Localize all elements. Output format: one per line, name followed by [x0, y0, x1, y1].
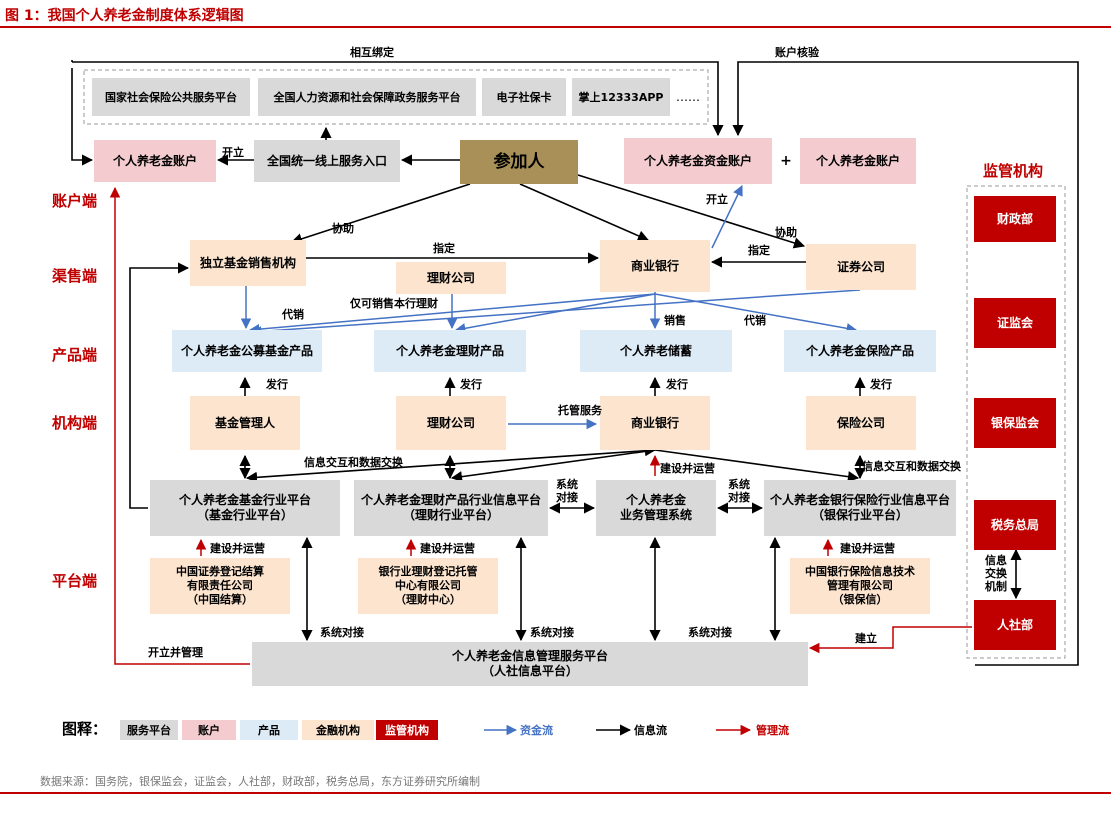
- legend-mgmt-flow: 管理流: [756, 724, 789, 737]
- service-platform-social-insurance: 国家社会保险公共服务平台: [92, 78, 250, 116]
- label-designate-left: 指定: [433, 242, 455, 255]
- label-assist-left: 协助: [332, 222, 354, 235]
- node-product-fund: 个人养老金公募基金产品: [172, 330, 322, 372]
- node-commercial-bank-sales: 商业银行: [600, 240, 710, 292]
- label-issue-2: 发行: [460, 378, 482, 391]
- legend-service-platform: 服务平台: [120, 720, 178, 740]
- node-fund-manager: 基金管理人: [190, 396, 300, 450]
- service-platform-12333-app: 掌上12333APP: [572, 78, 670, 116]
- node-insurance-company: 保险公司: [806, 396, 916, 450]
- label-establish: 建立: [855, 632, 877, 645]
- legend-key-label: 图释：: [62, 720, 108, 738]
- label-mutual-bind: 相互绑定: [350, 46, 394, 59]
- regulator-cbirc: 银保监会: [974, 398, 1056, 448]
- service-platform-hrss-gov: 全国人力资源和社会保障政务服务平台: [258, 78, 476, 116]
- label-designate-right: 指定: [748, 244, 770, 257]
- label-open-2: 开立: [706, 193, 728, 206]
- label-build-operate-2: 建设并运营: [420, 542, 475, 555]
- regulator-csrc: 证监会: [974, 298, 1056, 348]
- label-open-manage: 开立并管理: [148, 646, 203, 659]
- node-product-wealth: 个人养老金理财产品: [374, 330, 526, 372]
- node-product-savings: 个人养老储蓄: [580, 330, 732, 372]
- node-pension-account-left: 个人养老金账户: [94, 140, 216, 182]
- legend-info-flow: 信息流: [634, 724, 667, 737]
- service-platform-e-card: 电子社保卡: [482, 78, 566, 116]
- figure-title: 图 1：我国个人养老金制度体系逻辑图: [5, 8, 244, 24]
- label-issue-4: 发行: [870, 378, 892, 391]
- legend-fund-flow: 资金流: [520, 724, 553, 737]
- node-platform-business-system: 个人养老金 业务管理系统: [596, 480, 716, 536]
- side-label-channel: 渠售端: [52, 267, 98, 285]
- node-pension-account-right: 个人养老金账户: [800, 138, 916, 184]
- label-build-operate-center: 建设并运营: [660, 462, 715, 475]
- source-note: 数据来源：国务院，银保监会，证监会，人社部，财政部，税务总局，东方证券研究所编制: [40, 775, 480, 788]
- title-rule: [0, 26, 1111, 28]
- label-info-exchange-right: 信息交互和数据交换: [862, 460, 961, 473]
- node-operator-csdc: 中国证券登记结算 有限责任公司 （中国结算）: [150, 558, 290, 614]
- node-operator-cbit: 中国银行保险信息技术 管理有限公司 （银保信）: [790, 558, 930, 614]
- side-label-institution: 机构端: [52, 414, 98, 432]
- label-build-operate-1: 建设并运营: [210, 542, 265, 555]
- label-system-dock-left: 系统 对接: [556, 478, 578, 504]
- side-label-account: 账户端: [52, 192, 98, 210]
- regulators-heading: 监管机构: [983, 162, 1044, 180]
- side-label-platform: 平台端: [52, 572, 98, 590]
- node-platform-wealth: 个人养老金理财产品行业信息平台 （理财行业平台）: [354, 480, 548, 536]
- node-commercial-bank: 商业银行: [600, 396, 710, 450]
- label-only-sell-own-wealth: 仅可销售本行理财: [350, 297, 438, 310]
- legend-product: 产品: [240, 720, 298, 740]
- label-system-dock-3: 系统对接: [688, 626, 732, 639]
- label-info-exchange-left: 信息交互和数据交换: [304, 456, 403, 469]
- label-system-dock-right: 系统 对接: [728, 478, 750, 504]
- node-operator-wealth-center: 银行业理财登记托管 中心有限公司 （理财中心）: [358, 558, 498, 614]
- label-assist-right: 协助: [775, 226, 797, 239]
- node-wealth-company-sales: 理财公司: [396, 262, 506, 294]
- node-wealth-company: 理财公司: [396, 396, 506, 450]
- node-product-insurance: 个人养老金保险产品: [784, 330, 936, 372]
- node-fund-account: 个人养老金资金账户: [624, 138, 772, 184]
- node-platform-insurance: 个人养老金银行保险行业信息平台 （银保行业平台）: [764, 480, 956, 536]
- label-issue-3: 发行: [666, 378, 688, 391]
- label-account-verify: 账户核验: [775, 46, 819, 59]
- regulator-mohrss: 人社部: [974, 600, 1056, 650]
- regulator-ministry-of-finance: 财政部: [974, 196, 1056, 242]
- label-sales: 销售: [664, 314, 686, 327]
- node-platform-fund: 个人养老金基金行业平台 （基金行业平台）: [150, 480, 340, 536]
- label-issue-1: 发行: [266, 378, 288, 391]
- legend-regulator: 监管机构: [376, 720, 438, 740]
- legend-financial-institution: 金融机构: [302, 720, 374, 740]
- label-agency-right: 代销: [744, 314, 766, 327]
- regulator-tax-bureau: 税务总局: [974, 500, 1056, 550]
- label-info-exchange-mechanism: 信息 交换 机制: [985, 554, 1007, 593]
- node-unified-online-entry: 全国统一线上服务入口: [254, 140, 400, 182]
- node-independent-fund-sales: 独立基金销售机构: [190, 240, 306, 286]
- label-build-operate-3: 建设并运营: [840, 542, 895, 555]
- legend-account: 账户: [182, 720, 236, 740]
- plus-sign: +: [780, 152, 792, 169]
- service-platform-ellipsis: ……: [676, 89, 700, 104]
- node-info-management-platform: 个人养老金信息管理服务平台 （人社信息平台）: [252, 642, 808, 686]
- label-open-1: 开立: [222, 146, 244, 159]
- footer-rule: [0, 792, 1111, 794]
- label-custody: 托管服务: [558, 404, 602, 417]
- label-system-dock-2: 系统对接: [530, 626, 574, 639]
- label-agency-left: 代销: [282, 308, 304, 321]
- node-securities-company: 证券公司: [806, 244, 916, 290]
- label-system-dock-1: 系统对接: [320, 626, 364, 639]
- node-participant: 参加人: [460, 140, 578, 184]
- side-label-product: 产品端: [52, 346, 98, 364]
